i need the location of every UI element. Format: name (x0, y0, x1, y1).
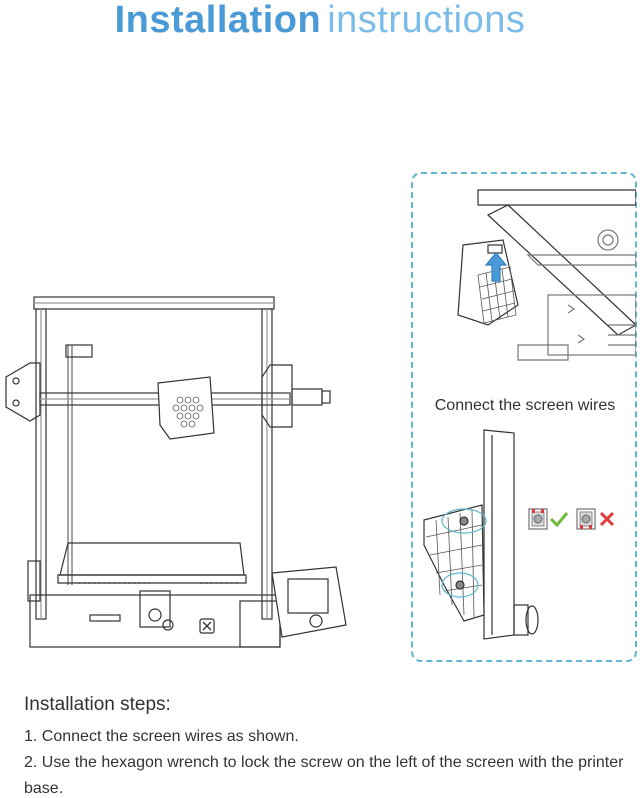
step-item-1: 1. Connect the screen wires as shown. (24, 728, 299, 745)
connector-legend (528, 508, 615, 530)
screen-side (483, 429, 515, 640)
connector-correct-icon (528, 508, 548, 530)
detail-panel (411, 172, 637, 662)
printer-illustration (5, 296, 347, 648)
print-bed (59, 542, 245, 576)
upper-screw-highlight (441, 508, 487, 534)
logo-mark (199, 618, 215, 634)
check-icon (549, 512, 569, 528)
title-light: instructions (327, 0, 526, 41)
title-bold: Installation (114, 0, 322, 41)
arrow-up-icon (484, 252, 508, 282)
mounting-bracket (423, 504, 485, 622)
lower-screw-highlight (441, 572, 479, 598)
print-head (157, 376, 215, 440)
cross-icon (599, 511, 615, 527)
screen-knob (309, 614, 323, 628)
right-gantry-plate (261, 364, 293, 428)
detail-caption: Connect the screen wires (434, 397, 616, 414)
step-item-2: 2. Use the hexagon wrench to lock the sc… (24, 754, 624, 797)
screen-display (287, 578, 329, 614)
printer-screen (271, 566, 347, 638)
steps-heading: Installation steps: (24, 694, 171, 715)
left-gantry-plate (5, 362, 41, 422)
connector-wrong-icon (576, 508, 596, 530)
wire-connection-illustration (457, 189, 636, 361)
spool-holder (65, 344, 93, 358)
screw-lock-illustration (423, 429, 539, 640)
